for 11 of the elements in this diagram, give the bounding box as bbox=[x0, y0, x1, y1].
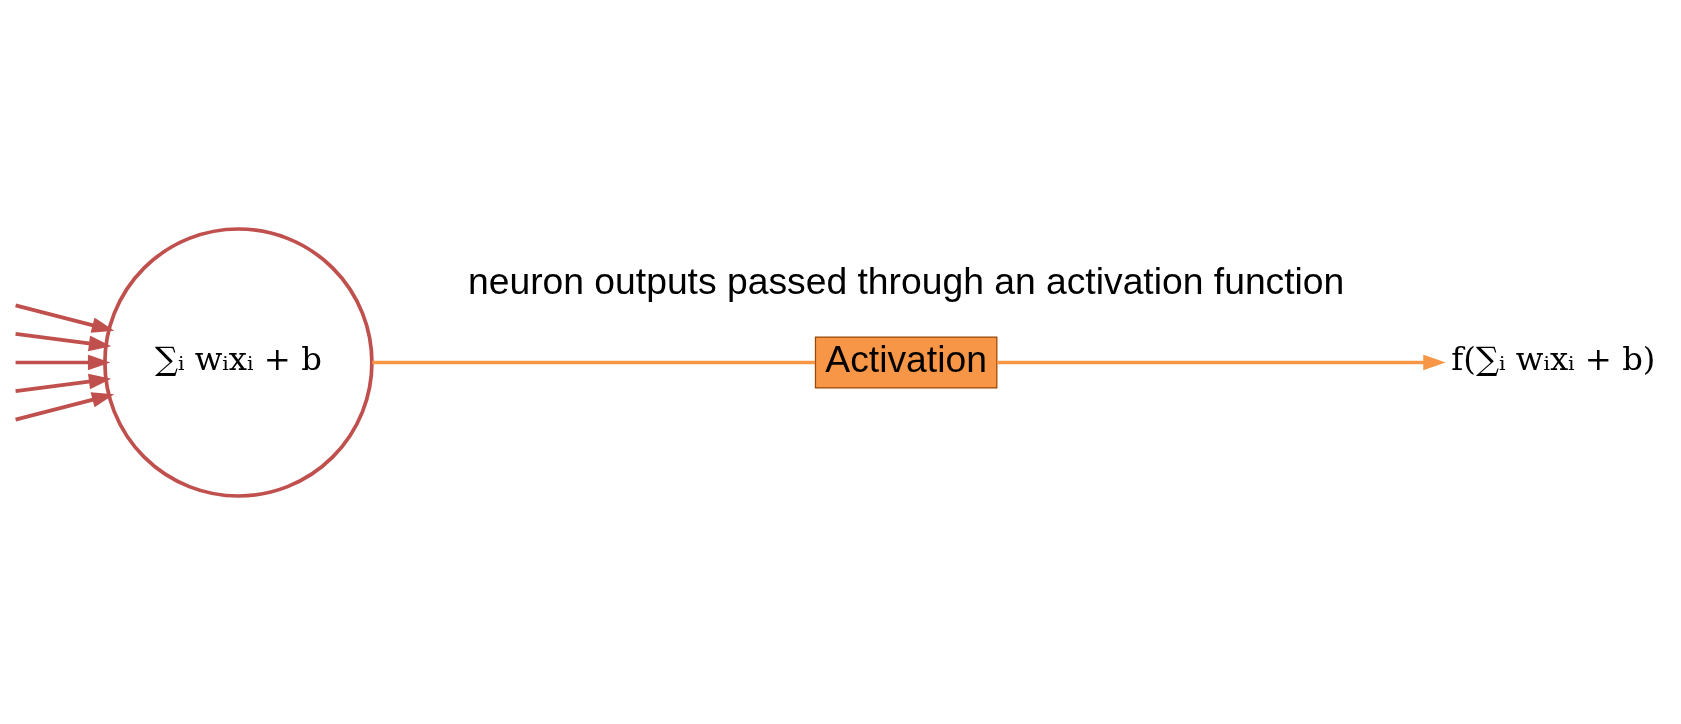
node-text: f(∑ᵢ wᵢxᵢ + b) bbox=[1451, 339, 1656, 378]
arrow bbox=[15, 373, 112, 393]
arrow bbox=[15, 354, 111, 370]
connector bbox=[372, 360, 816, 364]
arrow bbox=[15, 331, 112, 351]
node-box: Activation bbox=[814, 335, 998, 389]
arrow bbox=[997, 354, 1446, 370]
arrow bbox=[15, 391, 115, 421]
node-circle: ∑ᵢ wᵢxᵢ + b bbox=[103, 226, 374, 498]
label: neuron outputs passed through an activation function bbox=[467, 259, 1345, 302]
arrow bbox=[15, 303, 115, 333]
